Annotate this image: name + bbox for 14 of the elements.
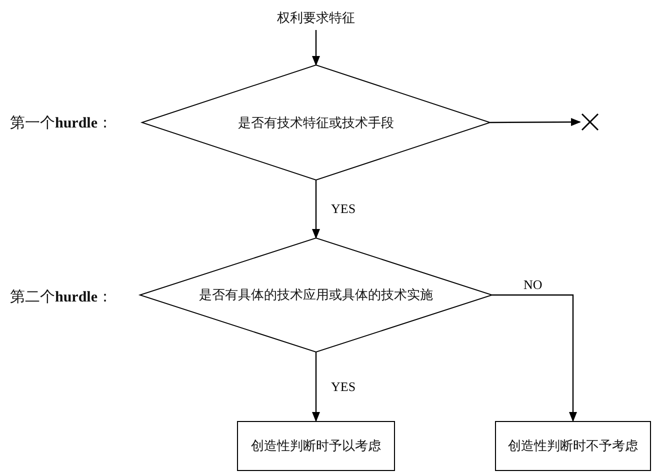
process-box <box>495 421 651 471</box>
process-box <box>237 421 395 471</box>
arrow <box>312 352 320 422</box>
node-text: 创造性判断时予以考虑 <box>251 437 381 455</box>
node-text: 创造性判断时不予考虑 <box>508 437 638 455</box>
arrow <box>312 30 320 66</box>
stage-label: 第一个hurdle： <box>10 114 113 132</box>
stage-label: 第二个hurdle： <box>10 288 113 306</box>
arrow <box>490 118 581 126</box>
arrow <box>312 180 320 239</box>
node-text: 是否有技术特征或技术手段 <box>238 114 394 132</box>
arrow <box>492 294 577 422</box>
node-text: 是否有具体的技术应用或具体的技术实施 <box>199 286 433 304</box>
start-label: 权利要求特征 <box>277 9 355 27</box>
